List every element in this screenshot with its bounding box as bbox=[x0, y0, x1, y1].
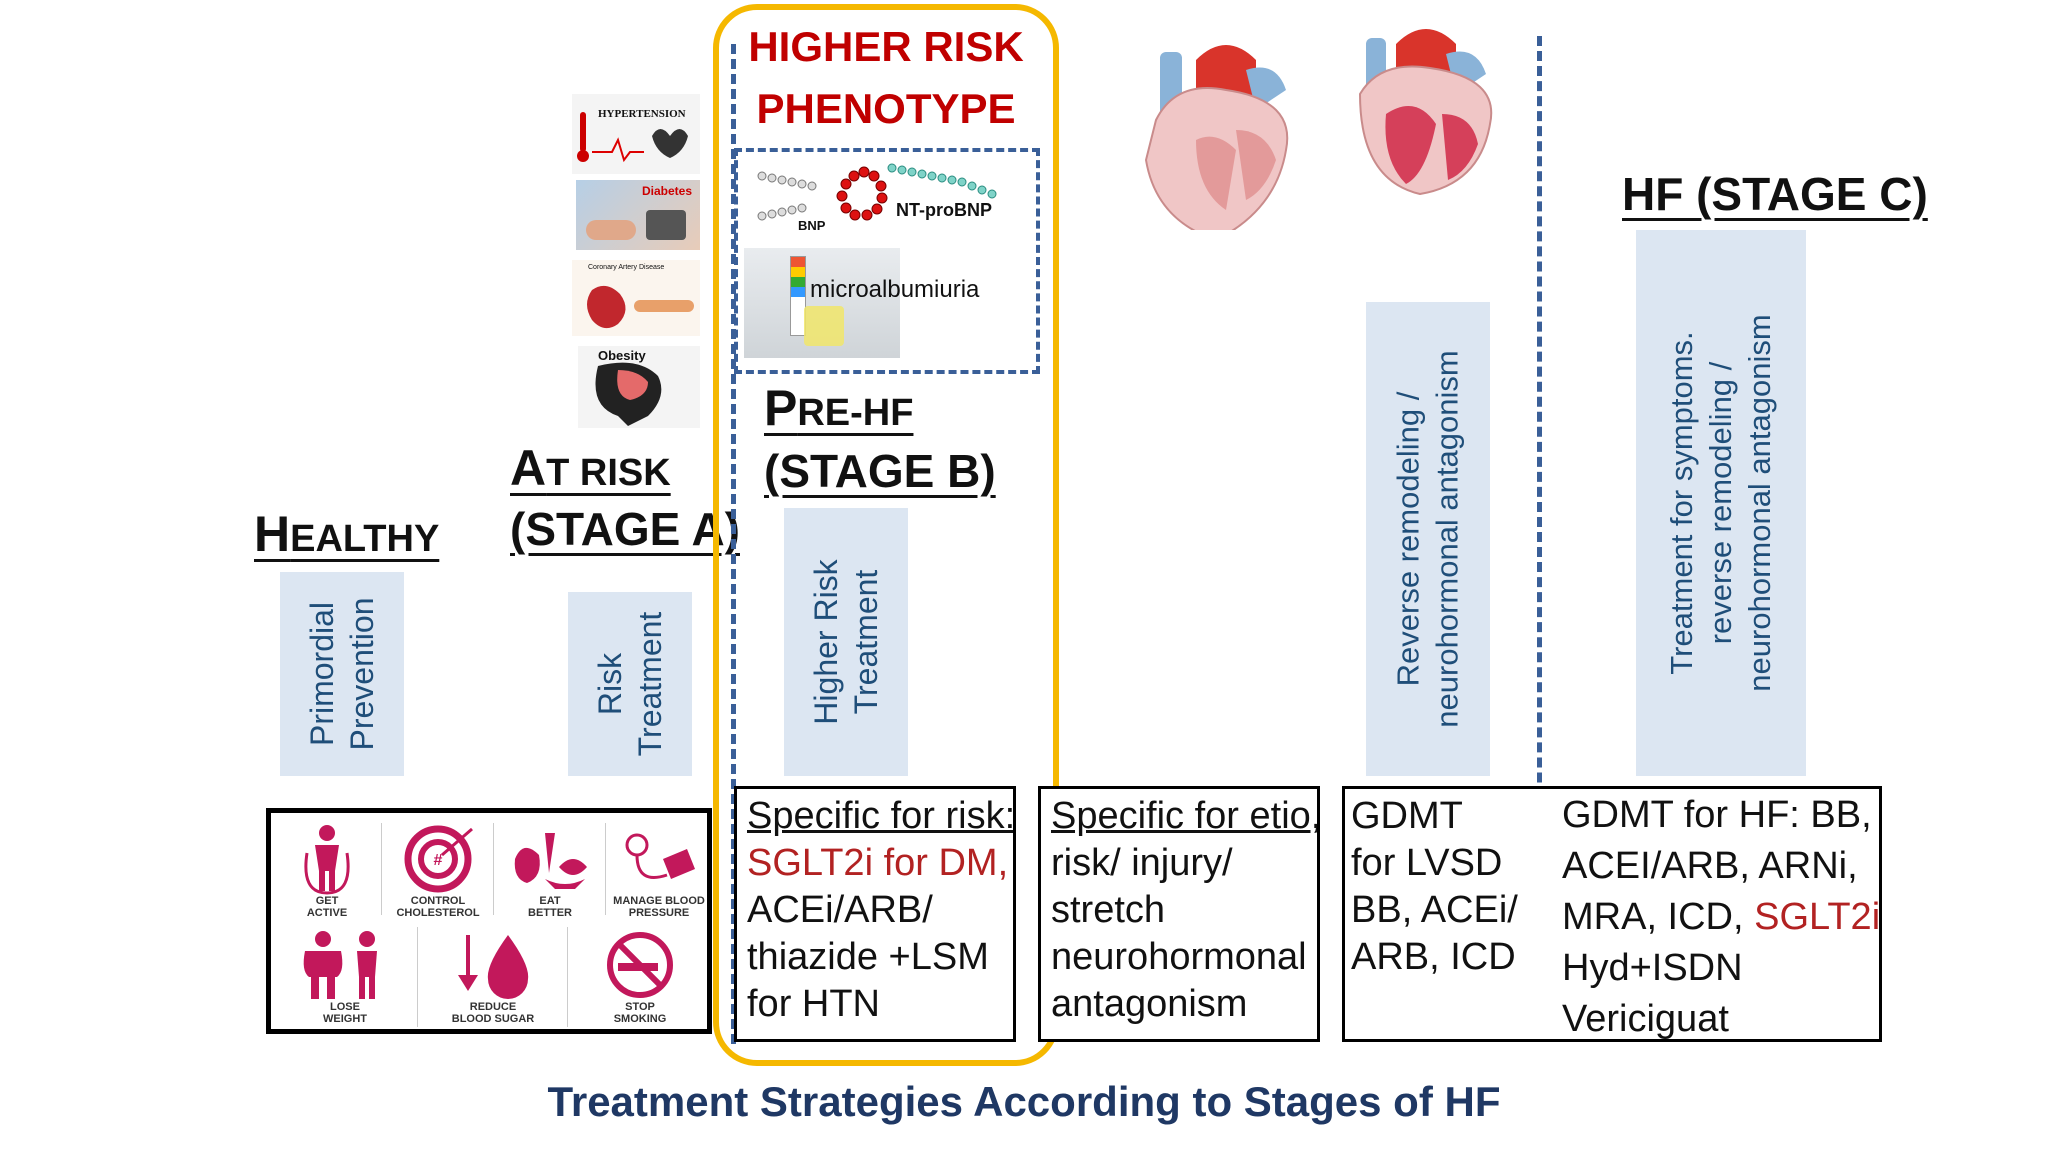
separator-stage-b-left bbox=[731, 44, 736, 1044]
stage-hf-title: HF (STAGE C) bbox=[1622, 168, 1928, 220]
higher-risk-phenotype-frame bbox=[713, 4, 1059, 1066]
diagram-caption: Treatment Strategies According to Stages… bbox=[547, 1078, 1501, 1125]
stop-smoking-item: STOP SMOKING bbox=[571, 929, 709, 1025]
hypertension-image: HYPERTENSION bbox=[572, 94, 700, 174]
gdmt-lvsd-box: GDMT for LVSD BB, ACEi/ ARB, ICD bbox=[1342, 786, 1882, 1042]
coronary-artery-disease-image: Coronary Artery Disease bbox=[572, 260, 700, 336]
reverse-remodeling-panel: Reverse remodeling / neurohormonal antag… bbox=[1366, 302, 1490, 776]
ntprobnp-label: NT-proBNP bbox=[896, 200, 992, 220]
separator-stage-c-left bbox=[1537, 36, 1542, 1038]
heart-illustration-icon bbox=[1144, 45, 1289, 230]
stage-healthy-title: HEALTHY bbox=[254, 506, 440, 562]
remodeled-heart-illustration-icon bbox=[1358, 29, 1493, 196]
gdmt-hf-text: GDMT for HF: BB, ACEI/ARB, ARNi, MRA, IC… bbox=[1562, 794, 1881, 1040]
specific-for-risk-box: Specific for risk: SGLT2i for DM, ACEi/A… bbox=[734, 786, 1016, 1042]
target-icon: # bbox=[404, 825, 473, 893]
bnp-label: BNP bbox=[798, 218, 826, 233]
blood-drop-icon bbox=[458, 935, 529, 999]
thermometer-heart-icon bbox=[577, 112, 688, 163]
urine-test-photo bbox=[744, 248, 900, 358]
lifestyle-icons-grid: GET ACTIVE # CONTROL CHOLESTEROL EAT BET… bbox=[266, 808, 712, 1034]
biomarkers-box: BNP NT-proBNP microalbumiuria bbox=[734, 148, 1040, 374]
microalbuminuria-label: microalbumiuria bbox=[810, 276, 980, 303]
obesity-figure-icon bbox=[595, 362, 662, 426]
eat-better-item: EAT BETTER bbox=[497, 823, 603, 919]
jump-rope-icon bbox=[304, 825, 350, 895]
get-active-item: GET ACTIVE bbox=[275, 823, 379, 919]
specific-for-etio-box: Specific for etio, risk/ injury/ stretch… bbox=[1038, 786, 1320, 1042]
primordial-prevention-panel: Primordial Prevention bbox=[280, 572, 404, 776]
risk-treatment-panel: Risk Treatment bbox=[568, 592, 692, 776]
lose-weight-item: LOSE WEIGHT bbox=[275, 929, 415, 1025]
reduce-blood-sugar-item: REDUCE BLOOD SUGAR bbox=[421, 929, 565, 1025]
control-cholesterol-item: # CONTROL CHOLESTEROL bbox=[385, 823, 491, 919]
weight-loss-figures-icon bbox=[303, 931, 377, 999]
heart-artery-icon bbox=[587, 285, 694, 329]
higher-risk-treatment-panel: Higher Risk Treatment bbox=[784, 508, 908, 776]
manage-blood-pressure-item: MANAGE BLOOD PRESSURE bbox=[607, 823, 711, 919]
no-smoking-icon bbox=[607, 932, 673, 998]
diabetes-image: Diabetes bbox=[576, 180, 700, 250]
treatment-symptoms-panel: Treatment for symptoms. reverse remodeli… bbox=[1636, 230, 1806, 776]
stage-at-risk-title: AT RISK (STAGE A) bbox=[510, 440, 740, 555]
food-icon bbox=[514, 833, 587, 889]
stage-pre-hf-title: PRE-HF (STAGE B) bbox=[764, 380, 996, 497]
obesity-image: Obesity bbox=[578, 346, 700, 428]
higher-risk-phenotype-title: HIGHER RISK PHENOTYPE bbox=[748, 23, 1024, 132]
svg-text:#: # bbox=[434, 852, 443, 869]
bnp-molecule-icon bbox=[757, 163, 997, 221]
blood-pressure-cuff-icon bbox=[625, 833, 695, 879]
